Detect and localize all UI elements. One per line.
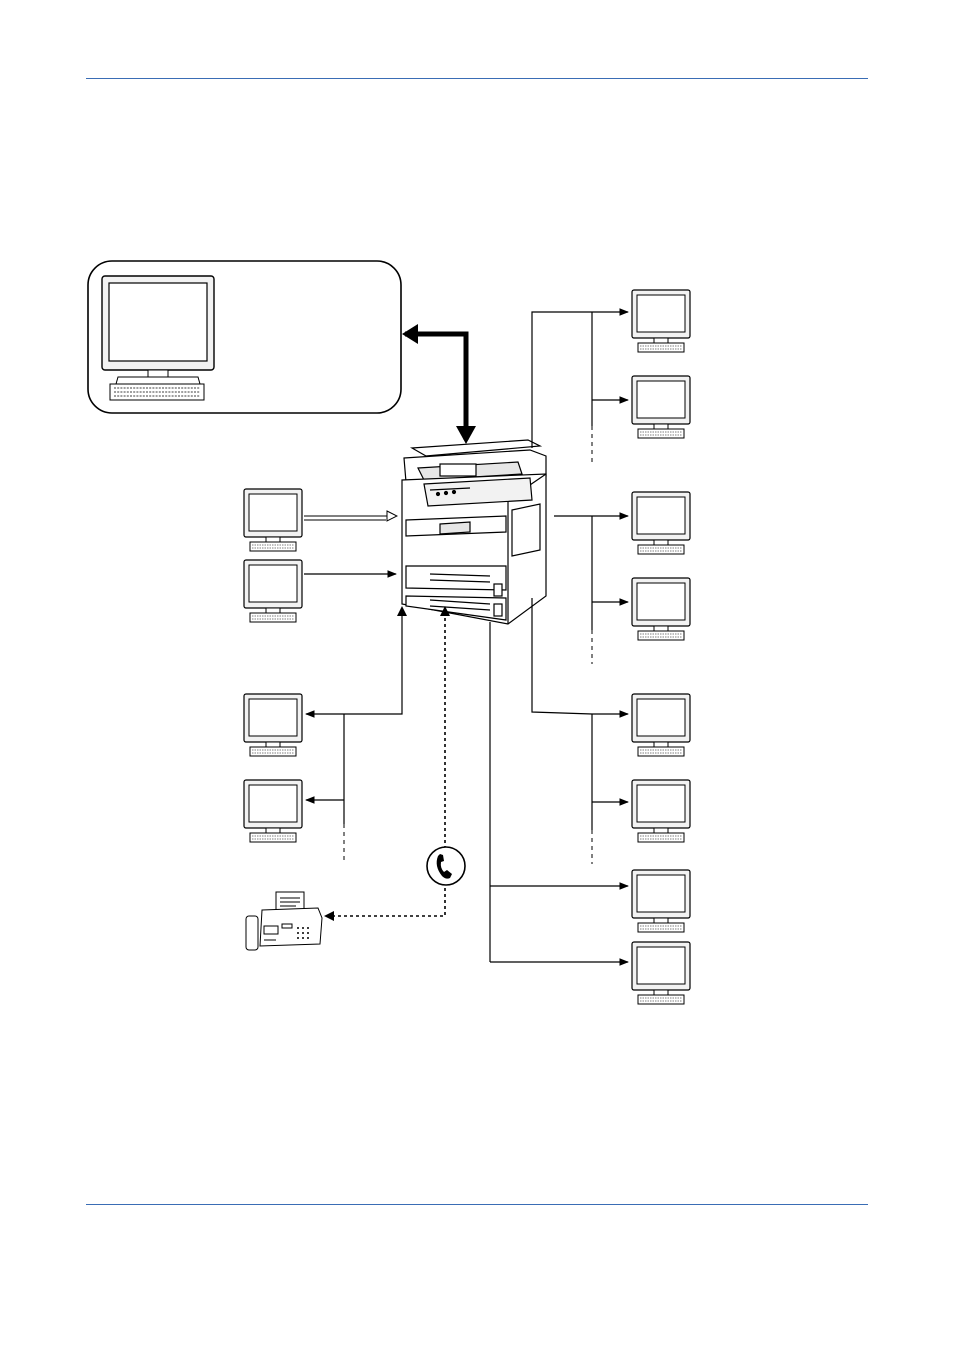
admin-computer-icon bbox=[101, 275, 215, 401]
right-client-computer-icon-2 bbox=[631, 375, 691, 439]
left-client-computer-icon-3 bbox=[243, 693, 303, 757]
right-branch-lines bbox=[489, 308, 629, 966]
mfp-device-icon bbox=[401, 439, 547, 625]
right-client-computer-icon-7 bbox=[631, 869, 691, 933]
fax-line-dotted bbox=[330, 612, 446, 917]
telephone-handset-icon bbox=[426, 846, 466, 886]
right-client-computer-icon-1 bbox=[631, 289, 691, 353]
left-client-computer-icon-2 bbox=[243, 559, 303, 623]
admin-link-arrow bbox=[405, 331, 469, 440]
header-rule bbox=[86, 78, 868, 79]
fax-machine-icon bbox=[245, 891, 323, 951]
left-client-computer-icon-1 bbox=[243, 488, 303, 552]
left-client-computer-icon-4 bbox=[243, 779, 303, 843]
right-client-computer-icon-4 bbox=[631, 577, 691, 641]
footer-rule bbox=[86, 1204, 868, 1205]
right-client-computer-icon-8 bbox=[631, 941, 691, 1005]
right-client-computer-icon-3 bbox=[631, 491, 691, 555]
left-branch-lines bbox=[344, 612, 403, 715]
right-client-computer-icon-6 bbox=[631, 779, 691, 843]
right-client-computer-icon-5 bbox=[631, 693, 691, 757]
